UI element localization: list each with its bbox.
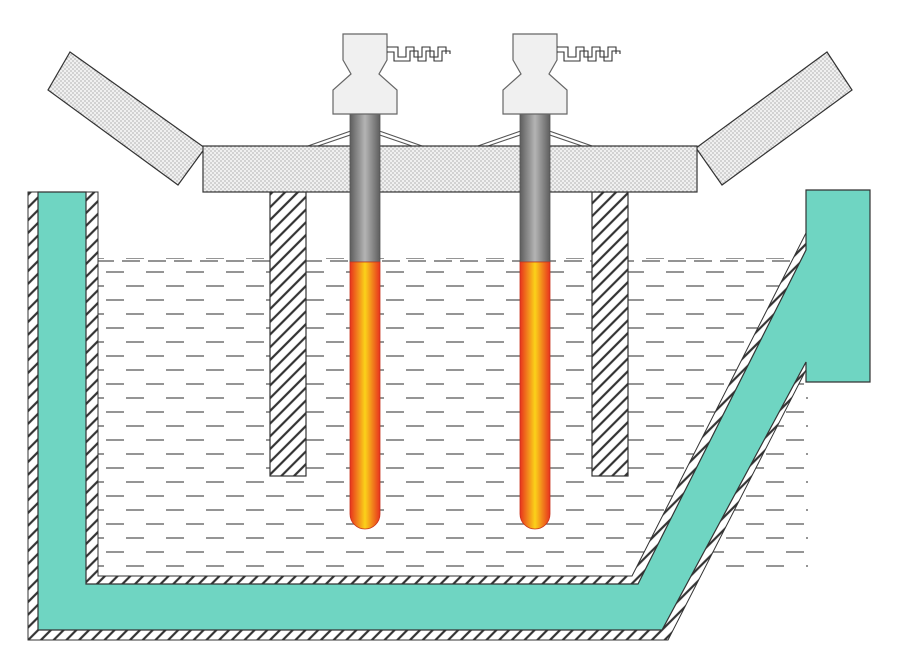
- roof-ties: [304, 125, 596, 148]
- left-electrode-clamp: [332, 33, 398, 115]
- vessel: [27, 189, 871, 641]
- square-wave-cable-icon: [387, 46, 621, 62]
- right-electrode-cold-section: [519, 111, 551, 263]
- right-electrode: [519, 111, 551, 530]
- right-support-post: [591, 191, 629, 477]
- right-electrode-clamp: [502, 33, 568, 115]
- left-support-post: [269, 191, 307, 477]
- right-cable-inner: [557, 50, 621, 62]
- left-tilted-lid: [47, 51, 206, 186]
- left-electrode-cold-section: [349, 111, 381, 263]
- left-electrode: [349, 111, 381, 530]
- right-electrode-hot-tip: [519, 261, 551, 530]
- right-tilted-lid: [695, 51, 853, 186]
- vessel-lining: [37, 189, 871, 631]
- left-cable: [387, 46, 447, 58]
- left-cable-inner: [387, 50, 451, 62]
- right-cable: [557, 46, 617, 58]
- cover-beam: [202, 145, 698, 193]
- left-electrode-hot-tip: [349, 261, 381, 530]
